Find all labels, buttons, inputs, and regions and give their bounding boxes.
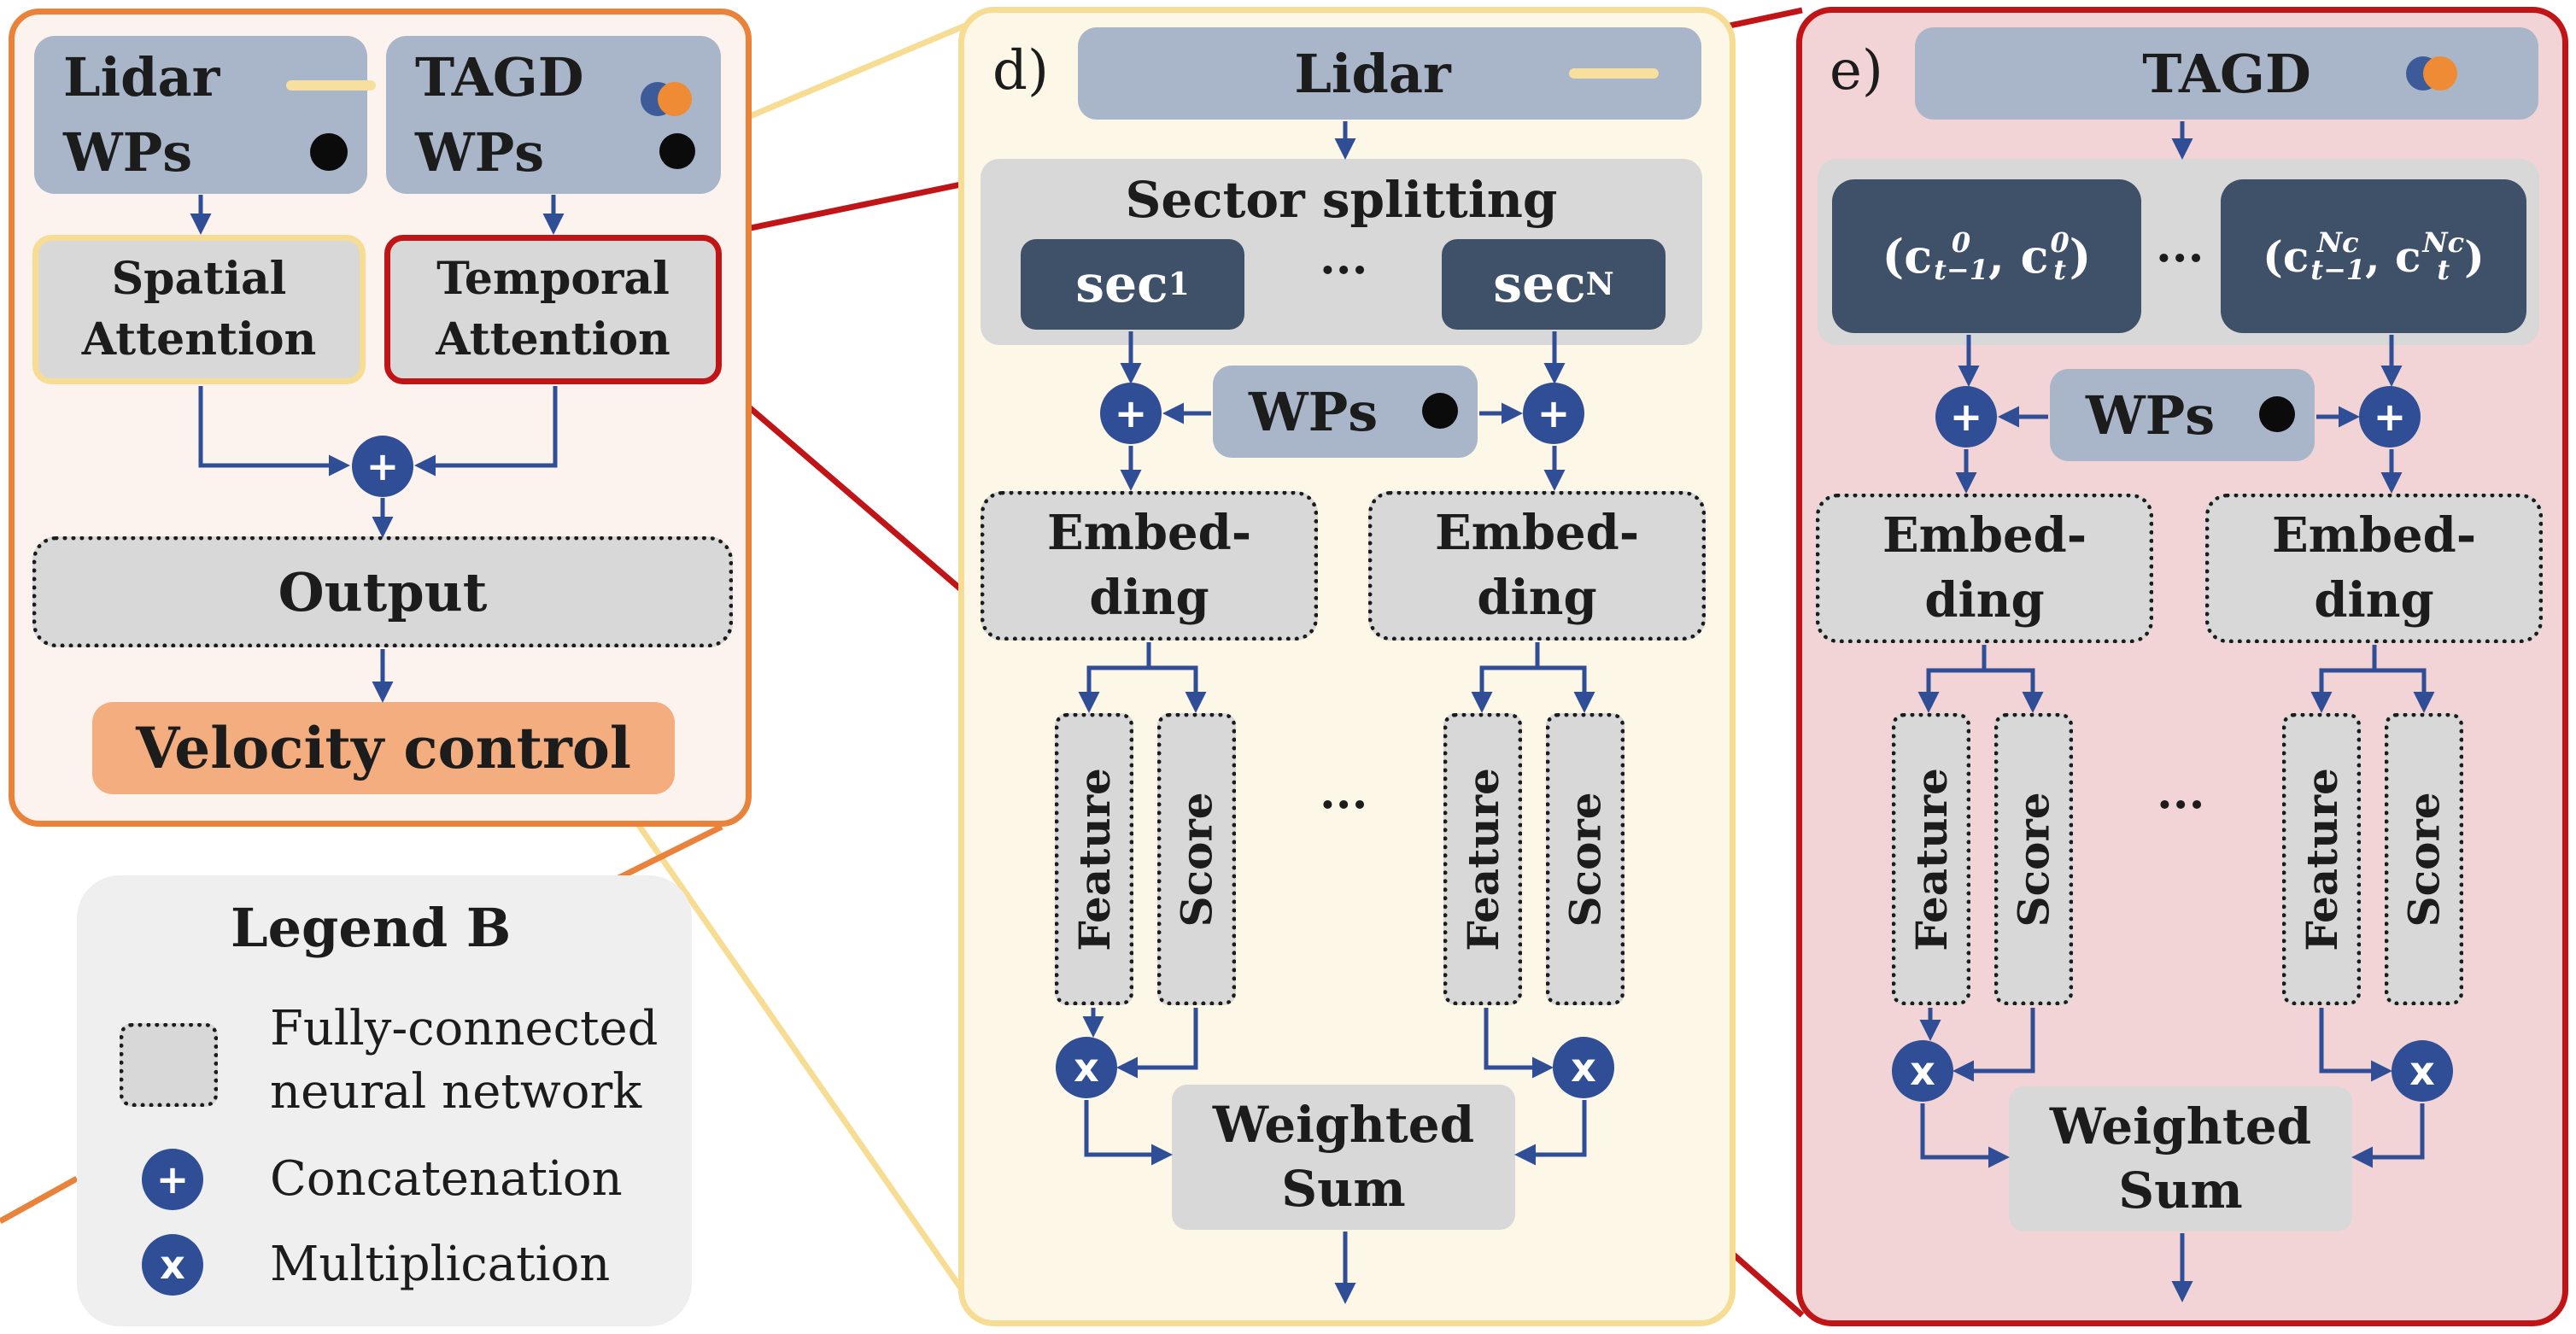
branch-ellipsis: ··· bbox=[1320, 777, 1368, 832]
blue-orange-circles-icon bbox=[2406, 55, 2459, 92]
wps-label: WPs bbox=[63, 121, 193, 184]
spatial-attention-block: Spatial Attention bbox=[32, 235, 366, 384]
sector-ellipsis: ··· bbox=[1320, 243, 1368, 297]
concat-left-icon: + bbox=[1100, 383, 1162, 444]
tagd-label: TAGD bbox=[415, 46, 584, 108]
black-dot-icon bbox=[310, 133, 348, 171]
feature-block: Feature bbox=[1055, 713, 1133, 1005]
legend-fc-label-line2: neural network bbox=[270, 1064, 642, 1120]
mult-left-icon: x bbox=[1892, 1040, 1953, 1102]
wps-block: WPs bbox=[2050, 369, 2315, 461]
pairs-ellipsis: ··· bbox=[2156, 231, 2204, 285]
branch-ellipsis: ··· bbox=[2157, 777, 2205, 832]
lidar-wps-block: Lidar WPs bbox=[34, 36, 376, 194]
embedding-right-block: Embed-ding bbox=[2205, 494, 2543, 643]
output-label: Output bbox=[278, 560, 488, 623]
lidar-label: Lidar bbox=[63, 46, 220, 108]
tagd-wps-block: TAGD WPs bbox=[386, 36, 721, 194]
legend-fc-label-line1: Fully-connected bbox=[270, 1001, 659, 1056]
feature-block: Feature bbox=[1892, 713, 1970, 1005]
velocity-control-label: Velocity control bbox=[136, 715, 631, 781]
concatenation-icon: + bbox=[352, 436, 413, 497]
concat-right-icon: + bbox=[1523, 383, 1584, 444]
wps-label: WPs bbox=[2086, 383, 2216, 447]
panel-d-tag: d) bbox=[992, 39, 1049, 102]
legend-concat-label: Concatenation bbox=[270, 1151, 623, 1207]
score-block: Score bbox=[1546, 713, 1625, 1005]
legend-mult-icon: x bbox=[142, 1234, 203, 1296]
output-block: Output bbox=[32, 536, 733, 647]
embedding-left-block: Embed-ding bbox=[1816, 494, 2153, 643]
score-block: Score bbox=[1157, 713, 1236, 1005]
wps-label: WPs bbox=[415, 121, 545, 184]
embedding-left-block: Embed-ding bbox=[981, 491, 1318, 641]
beige-dash-icon bbox=[286, 80, 376, 91]
sector-splitting-label: Sector splitting bbox=[1125, 171, 1558, 229]
legend-title: Legend B bbox=[231, 897, 512, 959]
beige-dash-icon bbox=[1569, 68, 1659, 79]
black-dot-icon bbox=[659, 133, 695, 169]
spatial-attention-label: Spatial Attention bbox=[81, 253, 317, 366]
black-dot-icon bbox=[1422, 393, 1458, 429]
velocity-control-block: Velocity control bbox=[92, 702, 675, 794]
concat-left-icon: + bbox=[1935, 386, 1997, 448]
wps-block: WPs bbox=[1213, 366, 1478, 458]
mult-right-icon: x bbox=[1553, 1037, 1614, 1098]
legend-fc-swatch bbox=[120, 1023, 218, 1107]
black-dot-icon bbox=[2259, 396, 2295, 432]
mult-left-icon: x bbox=[1056, 1037, 1117, 1098]
temporal-attention-label: Temporal Attention bbox=[436, 253, 670, 366]
feature-block: Feature bbox=[2282, 713, 2361, 1005]
score-block: Score bbox=[2385, 713, 2463, 1005]
tagd-label: TAGD bbox=[2142, 42, 2311, 105]
legend-mult-label: Multiplication bbox=[270, 1237, 611, 1292]
panel-e-tag: e) bbox=[1830, 39, 1883, 102]
tagd-block: TAGD bbox=[1915, 27, 2538, 120]
embedding-right-block: Embed-ding bbox=[1368, 491, 1706, 641]
legend-concat-icon: + bbox=[142, 1149, 203, 1210]
concat-right-icon: + bbox=[2359, 386, 2421, 448]
lidar-label: Lidar bbox=[1294, 42, 1451, 105]
lidar-block: Lidar bbox=[1078, 27, 1701, 120]
blue-orange-circles-icon bbox=[641, 80, 694, 118]
temporal-attention-block: Temporal Attention bbox=[384, 235, 722, 384]
score-block: Score bbox=[1994, 713, 2073, 1005]
wps-label: WPs bbox=[1249, 380, 1379, 443]
mult-right-icon: x bbox=[2392, 1040, 2453, 1102]
feature-block: Feature bbox=[1443, 713, 1522, 1005]
